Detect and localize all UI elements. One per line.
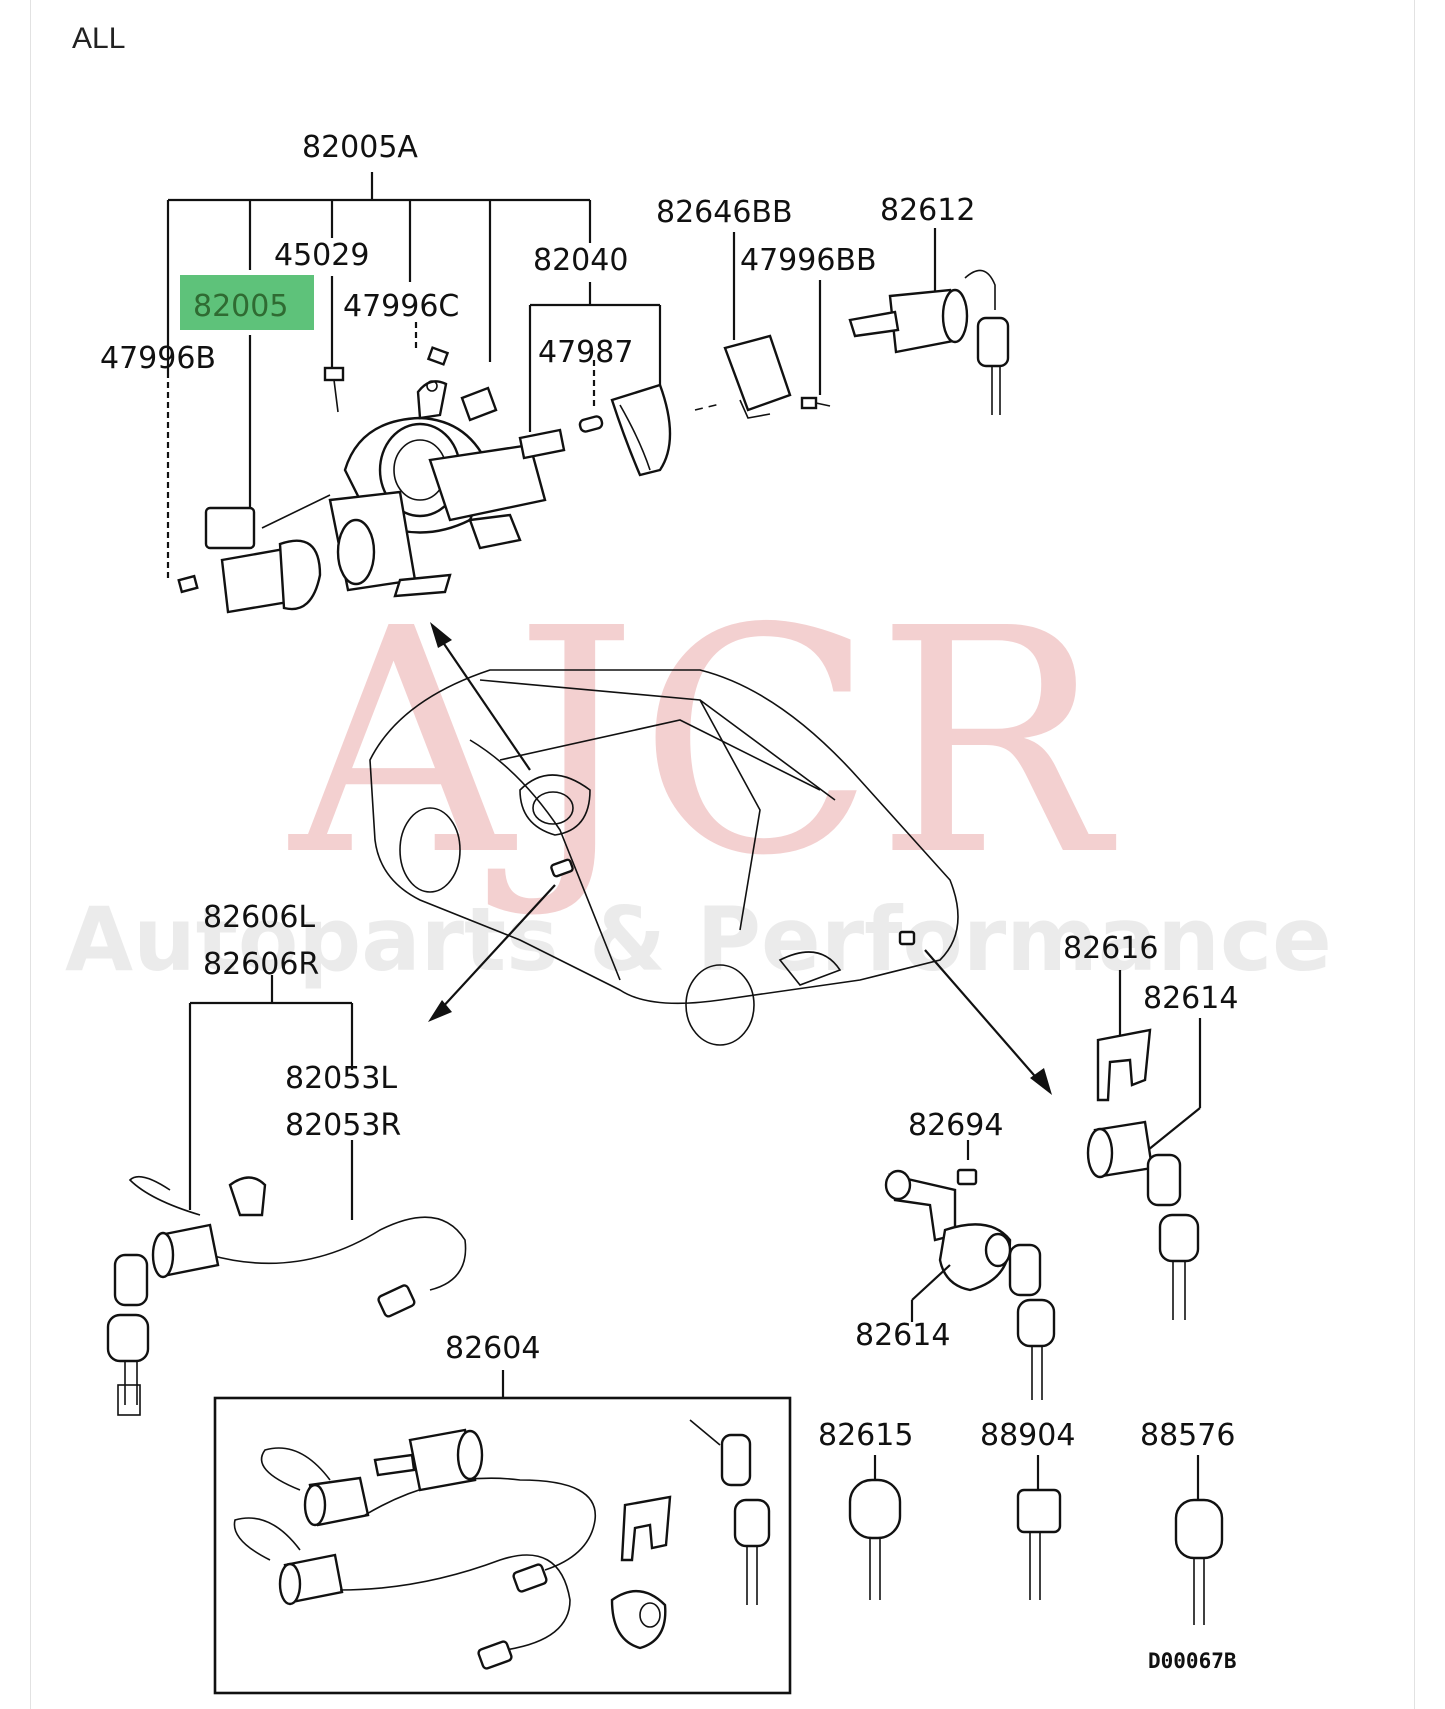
- steering-lock-assembly: [166, 172, 672, 614]
- label-47996BB: 47996BB: [740, 243, 877, 278]
- label-82614-lower: 82614: [855, 1318, 950, 1353]
- diagram-code: D00067B: [1148, 1649, 1237, 1673]
- label-88904: 88904: [980, 1418, 1075, 1453]
- label-82615: 82615: [818, 1418, 913, 1453]
- key-88576-icon: [1174, 1498, 1224, 1560]
- label-88576: 88576: [1140, 1418, 1235, 1453]
- label-82606L: 82606L: [203, 900, 315, 935]
- diagram-frame: [30, 0, 1415, 1709]
- label-82040: 82040: [533, 243, 628, 278]
- label-45029: 45029: [274, 238, 369, 273]
- trunk-lock-parts: [884, 970, 1202, 1400]
- lock-kit-82604: [213, 1370, 792, 1695]
- key-82615-icon: [848, 1478, 902, 1540]
- label-47987: 47987: [538, 335, 633, 370]
- label-82612: 82612: [880, 193, 975, 228]
- label-82646BB: 82646BB: [656, 195, 793, 230]
- label-47996C: 47996C: [343, 289, 459, 324]
- kit-box: [213, 1396, 792, 1695]
- label-82604: 82604: [445, 1331, 540, 1366]
- label-82694: 82694: [908, 1108, 1003, 1143]
- label-82614-upper: 82614: [1143, 981, 1238, 1016]
- scope-label: ALL: [72, 22, 126, 55]
- label-82053L: 82053L: [285, 1061, 397, 1096]
- key-88904-icon: [1016, 1488, 1062, 1534]
- car-outline: [369, 622, 1052, 1095]
- label-82005A: 82005A: [302, 130, 418, 165]
- label-82606R: 82606R: [203, 947, 319, 982]
- immobilizer-parts: [694, 228, 1010, 419]
- watermark-main: AJCR: [285, 563, 1117, 924]
- highlight-box: [180, 275, 314, 330]
- label-82053R: 82053R: [285, 1108, 401, 1143]
- door-lock-cylinder: [106, 975, 467, 1416]
- label-47996B: 47996B: [100, 341, 216, 376]
- label-82005-highlighted[interactable]: 82005: [193, 289, 288, 324]
- label-82616: 82616: [1063, 931, 1158, 966]
- keys: [848, 1455, 1224, 1625]
